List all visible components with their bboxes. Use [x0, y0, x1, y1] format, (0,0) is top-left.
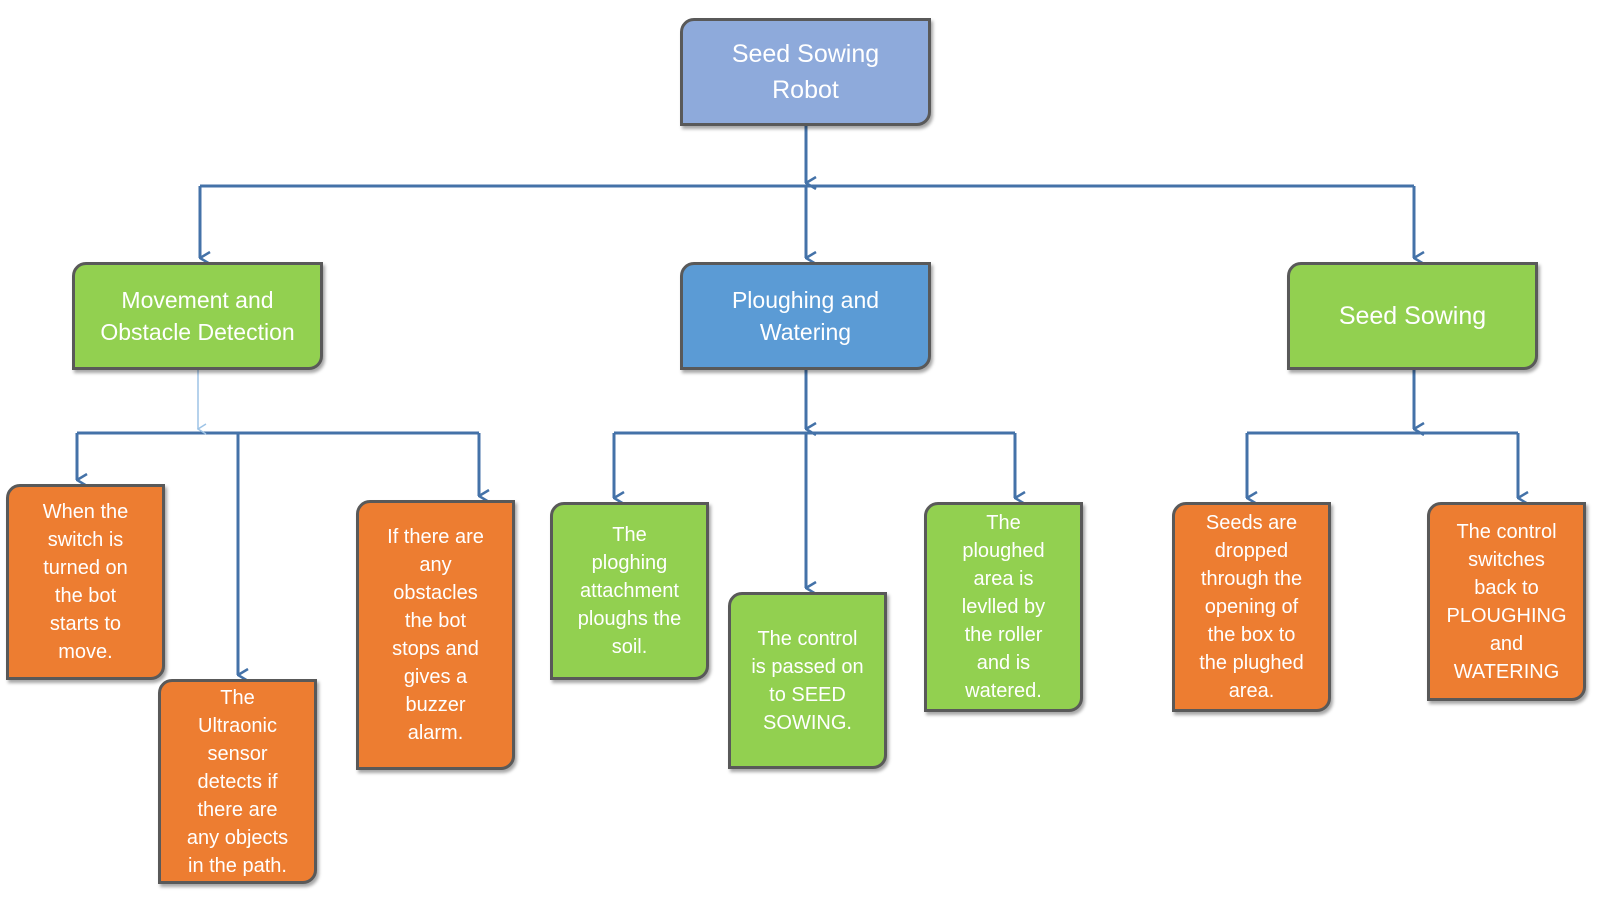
detail-control-switch-back-text: The control switches back to PLOUGHING a… — [1446, 520, 1567, 683]
detail-control-switch-back: The control switches back to PLOUGHING a… — [1427, 502, 1586, 701]
category-movement-obstacle: Movement and Obstacle Detection — [72, 262, 323, 370]
category-movement-label: Movement and Obstacle Detection — [100, 287, 295, 345]
detail-ultrasonic-sensor: The Ultraonic sensor detects if there ar… — [158, 679, 317, 884]
category-ploughing-watering: Ploughing and Watering — [680, 262, 931, 370]
detail-control-passed: The control is passed on to SEED SOWING. — [728, 592, 887, 769]
category-seed-sowing-label: Seed Sowing — [1338, 302, 1487, 330]
detail-seeds-dropped: Seeds are dropped through the opening of… — [1172, 502, 1331, 712]
category-seed-sowing: Seed Sowing — [1287, 262, 1538, 370]
detail-ploughing-attachment: The ploghing attachment ploughs the soil… — [550, 502, 709, 680]
detail-area-levelled: The ploughed area is levlled by the roll… — [924, 502, 1083, 712]
detail-ultrasonic-sensor-text: The Ultraonic sensor detects if there ar… — [186, 686, 289, 877]
detail-area-levelled-text: The ploughed area is levlled by the roll… — [961, 512, 1046, 702]
detail-switch-on: When the switch is turned on the bot sta… — [6, 484, 165, 680]
detail-obstacle-stop-text: If there are any obstacles the bot stops… — [387, 526, 484, 744]
detail-seeds-dropped-text: Seeds are dropped through the opening of… — [1199, 512, 1304, 702]
detail-switch-on-text: When the switch is turned on the bot sta… — [42, 501, 129, 663]
root-node: Seed Sowing Robot — [680, 18, 931, 126]
detail-ploughing-attachment-text: The ploghing attachment ploughs the soil… — [577, 524, 682, 658]
detail-control-passed-text: The control is passed on to SEED SOWING. — [751, 627, 864, 734]
detail-obstacle-stop: If there are any obstacles the bot stops… — [356, 500, 515, 770]
category-ploughing-label: Ploughing and Watering — [731, 287, 880, 345]
root-label: Seed Sowing Robot — [731, 40, 880, 104]
